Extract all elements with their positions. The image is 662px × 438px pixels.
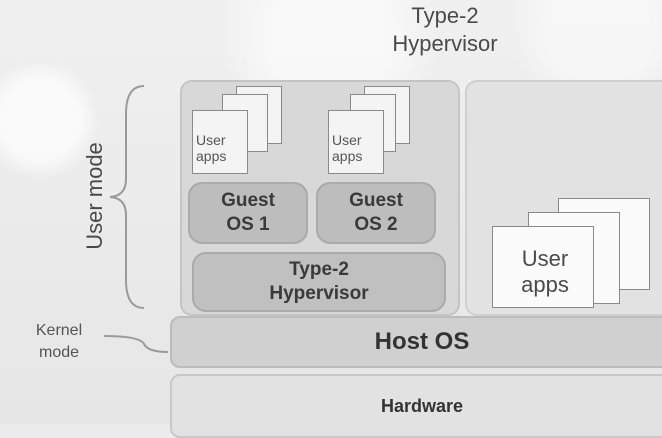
user-apps-2-line-1: User: [332, 132, 362, 148]
app-doc-icon: [492, 226, 594, 308]
user-mode-brace: [109, 85, 145, 309]
host-user-apps-line-2: apps: [521, 272, 569, 297]
guest-os-2-line-2: OS 2: [354, 214, 398, 235]
user-apps-label-2: User apps: [332, 132, 362, 164]
title-line-1: Type-2: [411, 3, 479, 28]
app-doc-icon: [328, 110, 384, 174]
hypervisor-line-1: Type-2: [289, 259, 349, 280]
user-apps-label-1: User apps: [196, 132, 226, 164]
user-apps-1-line-1: User: [196, 132, 226, 148]
kernel-line-2: mode: [38, 344, 80, 361]
guest-os-1-line-2: OS 1: [226, 214, 270, 235]
kernel-mode-label: Kernel mode: [14, 320, 104, 364]
guest-os-1-line-1: Guest: [221, 190, 275, 211]
title-line-2: Hypervisor: [392, 31, 498, 56]
kernel-line-1: Kernel: [35, 322, 83, 339]
user-apps-1-line-2: apps: [196, 148, 227, 164]
hardware-layer: Hardware: [170, 374, 662, 438]
guest-os-2: Guest OS 2: [316, 182, 436, 244]
user-mode-label: User mode: [82, 142, 107, 250]
app-doc-icon: [192, 110, 248, 174]
host-os-layer: Host OS: [170, 316, 662, 368]
guest-os-2-line-1: Guest: [349, 190, 403, 211]
type2-hypervisor-box: Type-2 Hypervisor: [192, 252, 446, 312]
guest-os-1: Guest OS 1: [188, 182, 308, 244]
kernel-mode-connector: [103, 335, 169, 353]
diagram-title: Type-2 Hypervisor: [320, 2, 570, 58]
user-apps-2-line-2: apps: [332, 148, 363, 164]
host-user-apps-label: User apps: [500, 246, 590, 298]
host-user-apps-line-1: User: [521, 246, 569, 271]
hypervisor-line-2: Hypervisor: [269, 283, 369, 304]
